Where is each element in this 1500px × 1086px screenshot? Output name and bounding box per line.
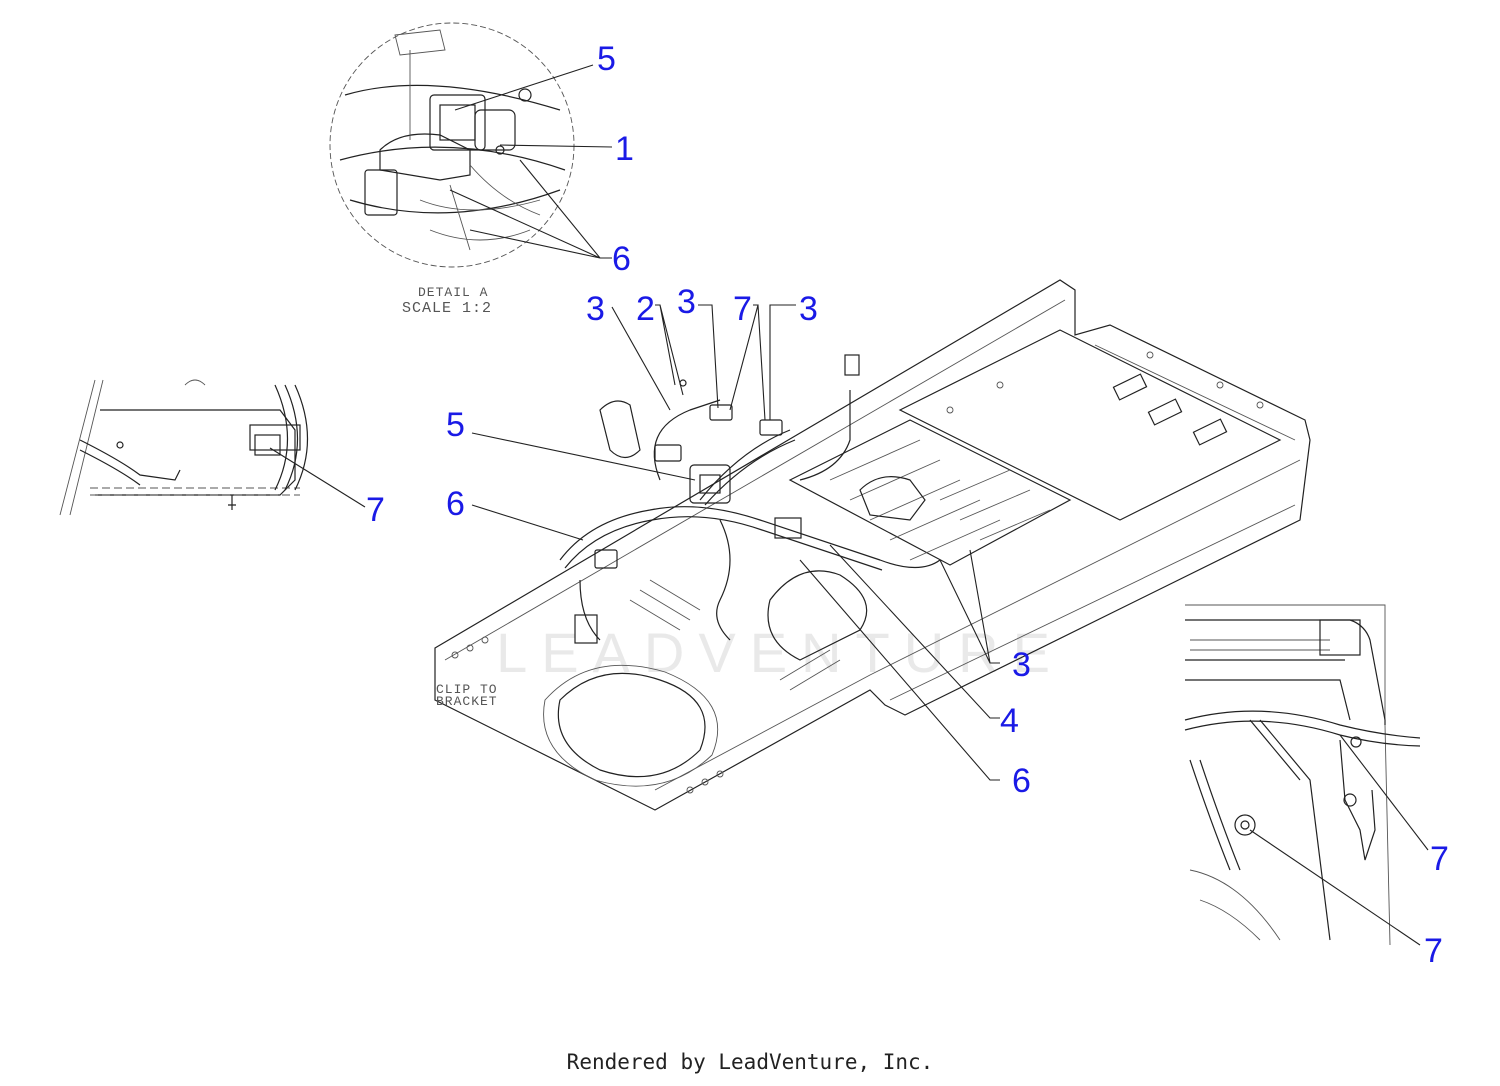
callout-right-7b: 7: [1424, 932, 1443, 970]
callout-main-6: 6: [446, 485, 465, 523]
callout-left-7: 7: [366, 491, 385, 529]
callout-main-2: 2: [636, 290, 655, 328]
callout-main-3a: 3: [586, 290, 605, 328]
callout-main-6b: 6: [1012, 762, 1031, 800]
callout-right-7a: 7: [1430, 840, 1449, 878]
left-inset-view: [59, 379, 308, 516]
callout-detail-6: 6: [612, 240, 631, 278]
detail-a-view: [329, 22, 575, 268]
clip-note-line2: BRACKET: [436, 694, 498, 709]
leader-lines: [269, 64, 1429, 946]
callout-main-3b: 3: [677, 283, 696, 321]
callout-main-5: 5: [446, 406, 465, 444]
clip-note-line1: CLIP TO: [436, 682, 498, 697]
right-inset-view: [1184, 604, 1421, 946]
detail-a-title: DETAIL A: [418, 285, 488, 300]
callout-main-7: 7: [733, 290, 752, 328]
watermark: LEADVENTURE: [496, 621, 1064, 684]
detail-a-scale: SCALE 1:2: [402, 300, 492, 317]
callout-main-3c: 3: [799, 290, 818, 328]
footer-credit: Rendered by LeadVenture, Inc.: [566, 1050, 934, 1074]
callout-main-4: 4: [1000, 702, 1019, 740]
callout-main-3d: 3: [1012, 646, 1031, 684]
main-frame-assembly: [434, 279, 1311, 811]
callout-detail-5: 5: [597, 40, 616, 78]
callout-detail-1: 1: [615, 130, 634, 168]
